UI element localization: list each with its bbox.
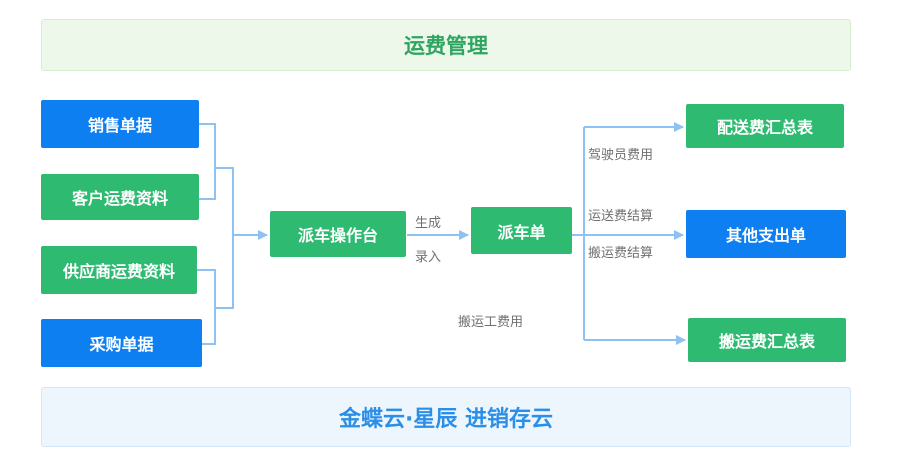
- dispatch-box: 派车单: [471, 207, 572, 254]
- output-handling-summary: 搬运费汇总表: [688, 318, 846, 362]
- workbench-label: 派车操作台: [297, 226, 378, 245]
- source-purchase-document: 采购单据: [41, 319, 202, 367]
- dispatch-label: 派车单: [497, 222, 546, 242]
- source-supplier-freight-label: 供应商运费资料: [62, 262, 175, 281]
- label-generate: 生成: [415, 216, 442, 231]
- label-driver-cost: 驾驶员费用: [588, 148, 654, 163]
- bracket-sales-customer: [199, 123, 216, 200]
- source-customer-freight-label: 客户运费资料: [71, 189, 168, 208]
- output-delivery-summary: 配送费汇总表: [686, 104, 844, 148]
- footer-banner: 金蝶云·星辰 进销存云: [41, 387, 851, 447]
- output-delivery-summary-label: 配送费汇总表: [716, 118, 813, 137]
- label-delivery-settle: 运送费结算: [588, 209, 654, 224]
- source-sales-document: 销售单据: [41, 100, 199, 148]
- source-customer-freight: 客户运费资料: [41, 174, 199, 220]
- label-porter-cost: 搬运工费用: [458, 315, 524, 330]
- output-handling-summary-label: 搬运费汇总表: [718, 332, 815, 351]
- bracket-join: [215, 167, 234, 309]
- output-other-expense-label: 其他支出单: [725, 226, 806, 245]
- label-input: 录入: [415, 250, 442, 265]
- output-other-expense: 其他支出单: [686, 210, 846, 258]
- header-title: 运费管理: [404, 34, 488, 58]
- source-sales-document-label: 销售单据: [87, 116, 152, 135]
- header-banner: 运费管理: [41, 19, 851, 71]
- workbench-box: 派车操作台: [270, 211, 406, 257]
- footer-title: 金蝶云·星辰 进销存云: [338, 407, 554, 432]
- label-handling-settle: 搬运费结算: [588, 246, 654, 261]
- source-supplier-freight: 供应商运费资料: [41, 246, 197, 294]
- source-purchase-document-label: 采购单据: [89, 335, 154, 354]
